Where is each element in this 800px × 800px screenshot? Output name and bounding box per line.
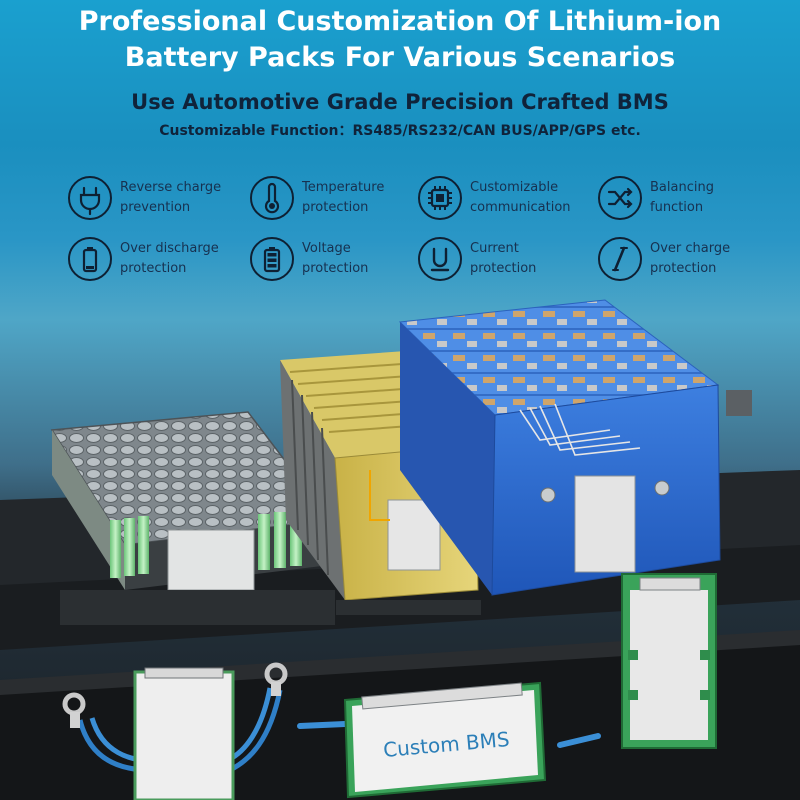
- feature-label-line2: communication: [470, 200, 571, 215]
- feature-label-line2: protection: [302, 261, 369, 276]
- feature-label-line2: prevention: [120, 200, 191, 215]
- thermometer-icon: [250, 176, 294, 220]
- connector-plug: [726, 390, 752, 416]
- prismatic-blue-pack: [398, 299, 752, 596]
- pencil-icon: [598, 237, 642, 281]
- feature-temperature: Temperature protection: [250, 176, 430, 230]
- feature-reverse-charge: Reverse charge prevention: [68, 176, 248, 230]
- bms-board-vertical: [621, 573, 717, 749]
- feature-label-line2: protection: [302, 200, 369, 215]
- feature-label-line1: Voltage: [302, 241, 351, 256]
- battery-full-icon: [250, 237, 294, 281]
- balance-wires: [519, 403, 641, 456]
- feature-label-line1: Balancing: [650, 180, 714, 195]
- feature-label-line1: Current: [470, 241, 519, 256]
- title-line-1: Professional Customization Of Lithium-io…: [78, 6, 722, 37]
- customizable-functions-text: Customizable Function：RS485/RS232/CAN BU…: [159, 123, 641, 139]
- cylindrical-cell-pack: [50, 411, 335, 625]
- feature-label-line1: Customizable: [470, 180, 559, 195]
- chip-icon: [418, 176, 462, 220]
- feature-label-line2: protection: [470, 261, 537, 276]
- battery-empty-icon: [68, 237, 112, 281]
- custom-bms-board: Custom BMS: [297, 681, 601, 799]
- green-cells-row: [110, 510, 302, 578]
- feature-label-line1: Over charge: [650, 241, 731, 256]
- feature-label-line1: Over discharge: [120, 241, 219, 256]
- plug-icon: [68, 176, 112, 220]
- feature-label-line2: function: [650, 200, 704, 215]
- title-line-2: Battery Packs For Various Scenarios: [124, 42, 676, 73]
- feature-current: Current protection: [418, 237, 598, 291]
- feature-communication: Customizable communication: [418, 176, 598, 230]
- bms-board-large: [574, 475, 636, 573]
- current-icon: [418, 237, 462, 281]
- feature-label-line1: Temperature: [302, 180, 385, 195]
- feature-label-line2: protection: [650, 261, 717, 276]
- bms-board-with-cables: [62, 662, 288, 800]
- page-title: Professional Customization Of Lithium-io…: [0, 4, 800, 76]
- bms-board-small: [167, 529, 255, 591]
- feature-label-line2: protection: [120, 261, 187, 276]
- feature-over-discharge: Over discharge protection: [68, 237, 248, 291]
- feature-voltage: Voltage protection: [250, 237, 430, 291]
- feature-label-line1: Reverse charge: [120, 180, 222, 195]
- feature-balancing: Balancing function: [598, 176, 778, 230]
- bms-heading: Use Automotive Grade Precision Crafted B…: [131, 90, 669, 114]
- feature-over-charge: Over charge protection: [598, 237, 778, 291]
- shuffle-icon: [598, 176, 642, 220]
